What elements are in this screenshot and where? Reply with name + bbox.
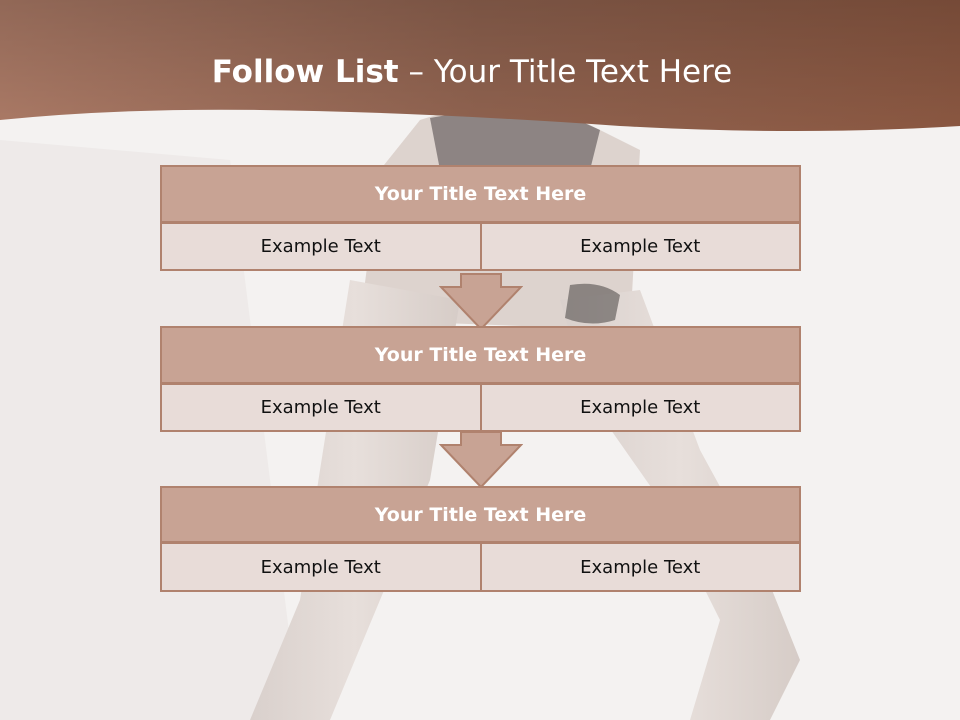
down-arrow-2 <box>439 431 523 489</box>
block-row: Example Text Example Text <box>160 222 801 271</box>
block-cell-right: Example Text <box>479 222 801 271</box>
block-title: Your Title Text Here <box>160 486 801 543</box>
slide-title-rest: – Your Title Text Here <box>398 54 733 90</box>
block-cell-right: Example Text <box>479 542 801 592</box>
slide-title-bold: Follow List <box>211 54 399 90</box>
block-cell-right: Example Text <box>479 383 801 432</box>
down-arrow-1 <box>439 273 523 331</box>
list-block-3: Your Title Text Here Example Text Exampl… <box>160 486 801 592</box>
block-cell-left: Example Text <box>160 542 482 592</box>
block-row: Example Text Example Text <box>160 542 801 592</box>
list-block-1: Your Title Text Here Example Text Exampl… <box>160 165 801 271</box>
block-row: Example Text Example Text <box>160 383 801 432</box>
block-cell-left: Example Text <box>160 222 482 271</box>
block-title: Your Title Text Here <box>160 165 801 223</box>
block-title: Your Title Text Here <box>160 326 801 384</box>
block-cell-left: Example Text <box>160 383 482 432</box>
list-block-2: Your Title Text Here Example Text Exampl… <box>160 326 801 432</box>
slide-title: Follow List – Your Title Text Here <box>0 54 944 90</box>
header-banner <box>0 0 960 131</box>
